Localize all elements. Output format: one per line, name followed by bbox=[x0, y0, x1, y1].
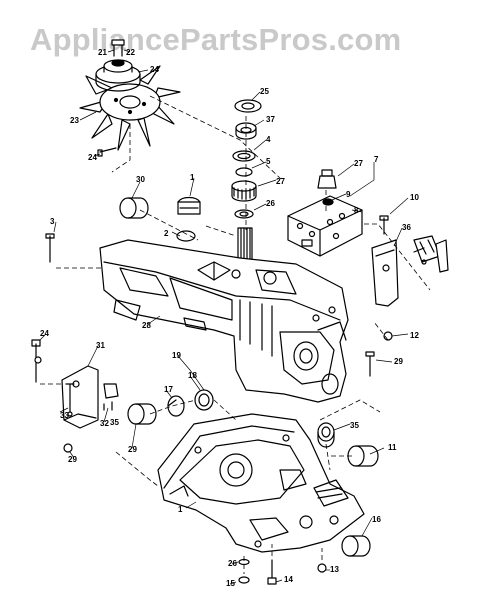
callout-29: 29 bbox=[68, 455, 77, 464]
callout-22: 22 bbox=[126, 48, 135, 57]
callout-5: 5 bbox=[266, 157, 271, 166]
bracket-33 bbox=[31, 339, 119, 453]
callout-26: 26 bbox=[228, 559, 237, 568]
callout-29: 29 bbox=[394, 357, 403, 366]
callout-31: 31 bbox=[96, 341, 105, 350]
control-bracket bbox=[371, 215, 449, 307]
callout-14: 14 bbox=[284, 575, 293, 584]
callout-28: 28 bbox=[142, 321, 151, 330]
bolt-28 bbox=[45, 233, 55, 263]
callout-1: 1 bbox=[178, 505, 183, 514]
leader-lines bbox=[39, 49, 409, 585]
callout-18: 18 bbox=[188, 371, 197, 380]
watermark-logo: AppliancePartsPros.com bbox=[30, 22, 402, 57]
pulley-fan-assembly bbox=[79, 39, 181, 157]
callout-33: 33 bbox=[60, 411, 69, 420]
lower-housing bbox=[157, 413, 365, 553]
callout-4: 4 bbox=[266, 135, 271, 144]
callout-35: 35 bbox=[350, 421, 359, 430]
callout-19: 19 bbox=[172, 351, 181, 360]
callout-16: 16 bbox=[372, 515, 381, 524]
callout-8: 8 bbox=[354, 206, 359, 215]
callout-35: 35 bbox=[110, 418, 119, 427]
callout-25: 25 bbox=[260, 87, 269, 96]
callout-29: 29 bbox=[128, 445, 137, 454]
upper-housing bbox=[99, 239, 349, 403]
callout-9: 9 bbox=[346, 190, 351, 199]
callout-32: 32 bbox=[100, 419, 109, 428]
bushing-lower-right bbox=[341, 535, 371, 557]
callout-37: 37 bbox=[266, 115, 275, 124]
callout-10: 10 bbox=[410, 193, 419, 202]
callout-26: 26 bbox=[266, 199, 275, 208]
callout-2: 2 bbox=[164, 229, 169, 238]
valve-block bbox=[287, 169, 363, 257]
callout-36: 36 bbox=[402, 223, 411, 232]
cap-2 bbox=[177, 196, 201, 215]
drive-pulley bbox=[95, 59, 141, 92]
callout-24: 24 bbox=[88, 153, 97, 162]
bushing-35 bbox=[127, 403, 157, 425]
callout-12: 12 bbox=[410, 331, 419, 340]
bottom-fasteners bbox=[34, 331, 393, 585]
alignment-lines bbox=[40, 95, 431, 574]
o-ring-3 bbox=[176, 230, 196, 242]
callout-13: 13 bbox=[330, 565, 339, 574]
callout-24: 24 bbox=[40, 329, 49, 338]
callout-15: 15 bbox=[226, 579, 235, 588]
callout-3: 3 bbox=[50, 217, 55, 226]
callout-1: 1 bbox=[190, 173, 195, 182]
callout-21: 21 bbox=[98, 48, 107, 57]
bushing-right bbox=[347, 445, 379, 467]
shaft-bearing-stack bbox=[231, 99, 262, 265]
callout-17: 17 bbox=[164, 385, 173, 394]
callout-24: 24 bbox=[150, 65, 159, 74]
callout-30: 30 bbox=[136, 175, 145, 184]
callout-23: 23 bbox=[70, 116, 79, 125]
callout-27: 27 bbox=[276, 177, 285, 186]
cooling-fan bbox=[79, 65, 181, 151]
seal-11 bbox=[317, 422, 335, 448]
callout-27: 27 bbox=[354, 159, 363, 168]
seal-group bbox=[167, 389, 214, 417]
callout-11: 11 bbox=[388, 443, 397, 452]
bushing-left bbox=[119, 197, 149, 219]
callout-7: 7 bbox=[374, 155, 379, 164]
